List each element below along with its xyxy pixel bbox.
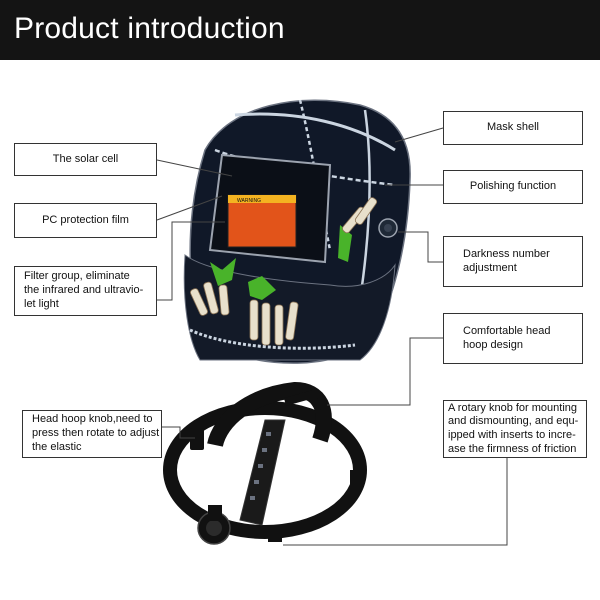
callout-lines	[156, 127, 508, 546]
callout-head-hoop-knob-text: Head hoop knob,need to press then rotate…	[32, 413, 160, 453]
callout-darkness-text: Darkness number adjustment	[463, 247, 550, 274]
callout-polishing: Polishing function	[443, 170, 583, 204]
callout-rotary-knob: A rotary knob for mounting and dismounti…	[443, 400, 587, 458]
callout-pc-film: PC protection film	[14, 203, 157, 238]
callout-comfortable-text: Comfortable head hoop design	[463, 324, 551, 351]
callout-filter-group: Filter group, eliminate the infrared and…	[14, 266, 157, 316]
welding-helmet-image: WARNING	[183, 99, 411, 364]
header-bar: Product introduction	[0, 0, 600, 60]
callout-solar-cell: The solar cell	[14, 143, 157, 176]
callout-comfortable: Comfortable head hoop design	[443, 313, 583, 364]
page-title: Product introduction	[14, 12, 285, 45]
head-hoop-image	[163, 381, 367, 545]
callout-darkness: Darkness number adjustment	[443, 236, 583, 287]
callout-mask-shell-text: Mask shell	[487, 121, 539, 134]
window-warning-label: WARNING	[237, 198, 261, 204]
callout-mask-shell: Mask shell	[443, 111, 583, 145]
callout-polishing-text: Polishing function	[469, 180, 557, 193]
callout-pc-film-text: PC protection film	[42, 213, 129, 226]
callout-rotary-knob-text: A rotary knob for mounting and dismounti…	[448, 401, 579, 455]
callout-solar-cell-text: The solar cell	[52, 152, 119, 165]
callout-head-hoop-knob: Head hoop knob,need to press then rotate…	[22, 410, 162, 458]
callout-filter-group-text: Filter group, eliminate the infrared and…	[24, 270, 144, 310]
